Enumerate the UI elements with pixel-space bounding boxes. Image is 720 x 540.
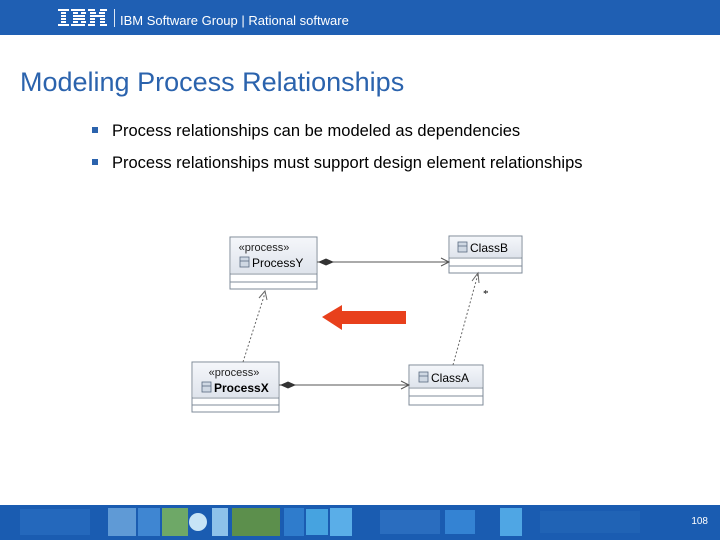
class-a-name: ClassA (431, 371, 469, 385)
association-x-a (279, 380, 411, 390)
dependency-x-y (242, 289, 268, 363)
class-a-box[interactable]: ClassA (408, 364, 484, 406)
class-b-box[interactable]: ClassB (448, 235, 523, 274)
bullet-list: Process relationships can be modeled as … (92, 122, 583, 186)
process-y-name: ProcessY (252, 256, 303, 270)
class-icon (239, 256, 250, 268)
bullet-item: Process relationships must support desig… (92, 154, 583, 173)
process-y-stereotype: «process» (239, 242, 290, 254)
process-x-stereotype: «process» (209, 367, 260, 379)
bullet-square-icon (92, 159, 98, 165)
class-icon (201, 381, 212, 393)
footer-bar: 108 (0, 505, 720, 540)
ibm-logo (58, 6, 108, 30)
bullet-square-icon (92, 127, 98, 133)
header-separator (114, 9, 115, 27)
slide-title: Modeling Process Relationships (20, 67, 405, 97)
class-icon (418, 371, 429, 383)
header-bar: IBM Software Group | Rational software (0, 0, 720, 35)
dependency-a-b: * (452, 271, 489, 366)
page-number: 108 (691, 516, 708, 527)
class-icon (457, 241, 468, 253)
bullet-text: Process relationships can be modeled as … (112, 122, 521, 140)
process-x-name: ProcessX (214, 381, 269, 395)
class-b-name: ClassB (470, 241, 508, 255)
process-x-box[interactable]: «process» ProcessX (191, 361, 280, 413)
header-group-label: IBM Software Group | Rational software (120, 13, 349, 28)
process-y-box[interactable]: «process» ProcessY (229, 236, 318, 290)
association-y-b (317, 257, 451, 267)
bullet-item: Process relationships can be modeled as … (92, 122, 583, 141)
multiplicity-label: * (483, 288, 489, 300)
bullet-text: Process relationships must support desig… (112, 154, 583, 172)
red-left-arrow (322, 305, 406, 330)
footer-decoration-icon (0, 505, 720, 540)
